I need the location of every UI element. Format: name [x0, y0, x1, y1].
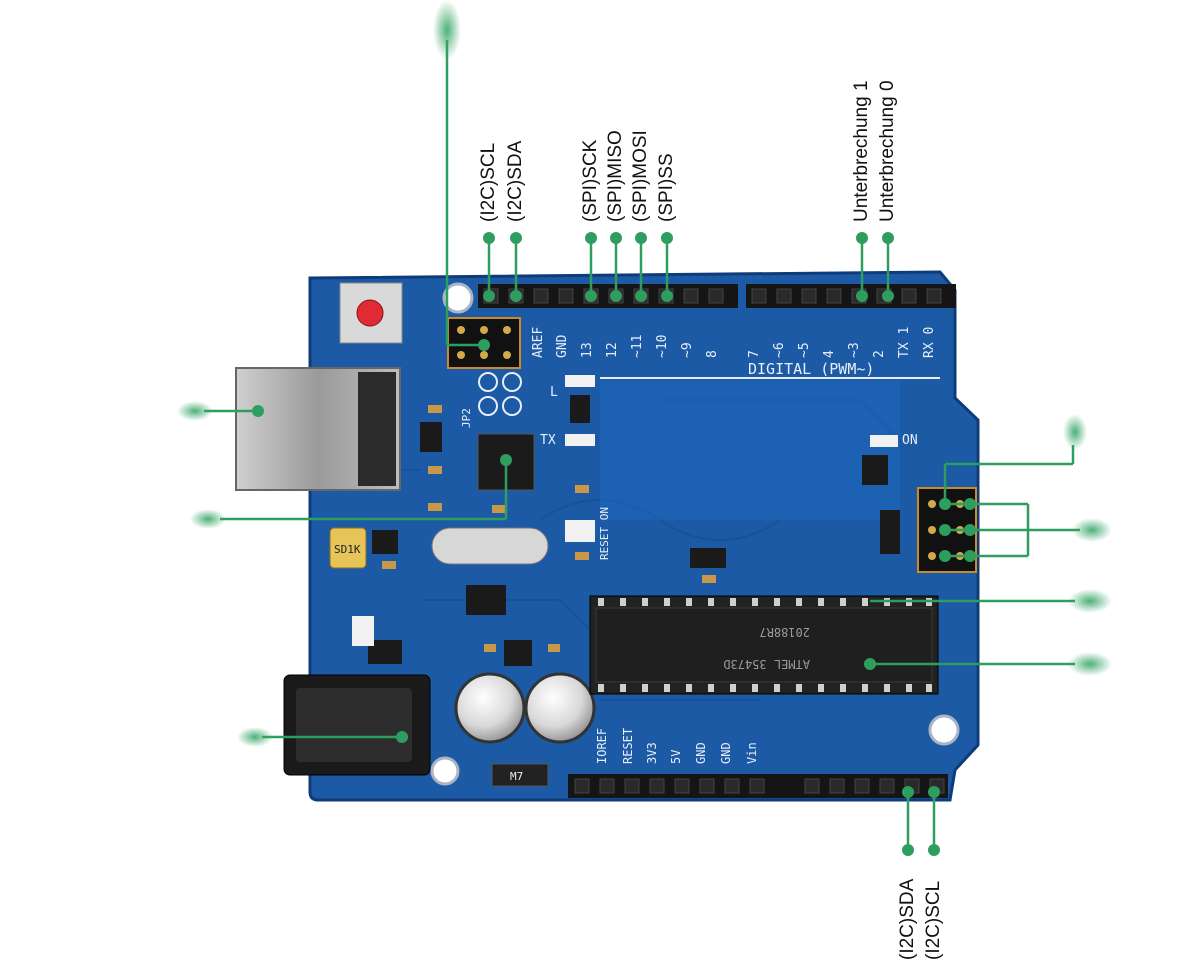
- callout-dot: [882, 290, 894, 302]
- power-pin-label: IOREF: [595, 728, 609, 764]
- callout-dot: [483, 232, 495, 244]
- callout-dot: [928, 844, 940, 856]
- callout-dot: [856, 290, 868, 302]
- callout-dot: [964, 524, 976, 536]
- callout-label-i2c-sda-bottom: (I2C)SDA: [897, 878, 918, 960]
- callout-fade: [1072, 518, 1112, 542]
- callout-dot: [882, 232, 894, 244]
- callout-dot: [396, 731, 408, 743]
- callout-dot: [610, 290, 622, 302]
- callout-dot: [856, 232, 868, 244]
- header-pin-label: ~10: [655, 335, 670, 358]
- callout-dot: [864, 658, 876, 670]
- mounting-hole: [442, 282, 474, 314]
- callout-label-interrupt-0: Unterbrechung 0: [877, 80, 898, 222]
- callout-fade: [1068, 652, 1112, 676]
- pcb-label-digital: DIGITAL (PWM~): [748, 360, 874, 378]
- power-pin-label: 5V: [669, 750, 683, 764]
- atmega-chip: [595, 607, 933, 683]
- callout-fade: [433, 0, 461, 60]
- pcb-label-reset-on: RESET ON: [598, 507, 611, 560]
- crystal-oscillator: [431, 527, 549, 565]
- inductor: [329, 527, 367, 569]
- callout-dot: [939, 550, 951, 562]
- electrolytic-capacitor: [524, 672, 596, 744]
- power-pin-label: 3V3: [645, 742, 659, 764]
- callout-dot: [585, 290, 597, 302]
- callout-fade: [237, 727, 273, 747]
- electrolytic-capacitor: [454, 672, 526, 744]
- header-pin-label: ~5: [797, 342, 812, 358]
- callout-dot: [964, 550, 976, 562]
- power-pin-label: RESET: [621, 728, 635, 764]
- callout-dot: [635, 290, 647, 302]
- pcb-label-l: L: [550, 385, 558, 400]
- pcb-label-inductor: SD1K: [334, 543, 361, 556]
- pcb-label-diode: M7: [510, 770, 523, 783]
- callout-fade: [190, 509, 226, 529]
- callout-dot: [928, 786, 940, 798]
- callout-label-spi-sck: (SPI)SCK: [580, 139, 601, 222]
- header-pin-label: TX 1: [897, 327, 912, 358]
- chip-label-1: 20188R7: [759, 625, 810, 639]
- header-pin-label: AREF: [531, 327, 546, 358]
- mounting-hole: [430, 756, 460, 786]
- callout-dot: [661, 290, 673, 302]
- header-pin-label: ~6: [772, 342, 787, 358]
- header-top-pin-labels: AREF GND 13 12 ~11 ~10 ~9 8 7 ~6 ~5 4 ~3 2 TX 1 RX 0: [531, 327, 937, 358]
- mounting-hole: [928, 714, 960, 746]
- callout-dot: [510, 232, 522, 244]
- callout-dot: [510, 290, 522, 302]
- header-pin-label: ~9: [680, 342, 695, 358]
- callout-label-spi-ss: (SPI)SS: [656, 153, 677, 222]
- callout-fade: [177, 401, 213, 421]
- callout-dot: [902, 844, 914, 856]
- callout-dot: [483, 290, 495, 302]
- callout-dot: [661, 232, 673, 244]
- power-pin-label: Vin: [745, 742, 759, 764]
- header-pin-label: 7: [747, 350, 762, 358]
- power-pin-labels: IOREF RESET 3V3 5V GND GND Vin: [595, 728, 759, 764]
- callout-dot: [635, 232, 647, 244]
- callout-label-interrupt-1: Unterbrechung 1: [851, 80, 872, 222]
- callout-label-i2c-sda-top: (I2C)SDA: [505, 140, 526, 222]
- callout-dot: [964, 498, 976, 510]
- callout-label-i2c-scl-top: (I2C)SCL: [478, 142, 499, 222]
- callout-dot: [252, 405, 264, 417]
- header-pin-label: 8: [705, 350, 720, 358]
- chip-label-2: ATMEL 35473D: [723, 657, 810, 671]
- reset-button-cap: [356, 299, 384, 327]
- diode: [491, 763, 549, 787]
- pcb-label-jp2: JP2: [460, 408, 473, 428]
- callout-label-i2c-scl-bottom: (I2C)SCL: [923, 880, 944, 960]
- header-bottom-right: [796, 774, 948, 798]
- header-pin-label: 4: [822, 350, 837, 358]
- callout-dot: [939, 498, 951, 510]
- callout-label-spi-miso: (SPI)MISO: [605, 130, 626, 222]
- callout-fade: [1068, 589, 1112, 613]
- callout-dot: [478, 339, 490, 351]
- power-pin-label: GND: [694, 742, 708, 764]
- header-pin-label: ~3: [847, 342, 862, 358]
- header-pin-label: RX 0: [922, 327, 937, 358]
- header-pin-label: 2: [872, 350, 887, 358]
- pcb-label-tx: TX: [540, 433, 556, 448]
- callout-dot: [939, 524, 951, 536]
- callout-fade: [1063, 414, 1087, 450]
- header-pin-label: ~11: [630, 335, 645, 358]
- power-pin-label: GND: [719, 742, 733, 764]
- header-pin-label: GND: [555, 334, 570, 358]
- callout-label-spi-mosi: (SPI)MOSI: [630, 130, 651, 222]
- header-pin-label: 12: [605, 342, 620, 358]
- header-pin-label: 13: [580, 342, 595, 358]
- callout-dot: [902, 786, 914, 798]
- callout-dot: [500, 454, 512, 466]
- pcb-label-on: ON: [902, 433, 918, 448]
- callout-dot: [610, 232, 622, 244]
- callout-dot: [585, 232, 597, 244]
